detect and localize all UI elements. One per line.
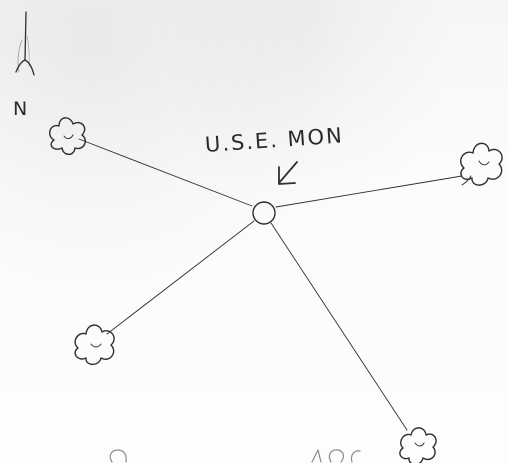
line-to-northwest-tree xyxy=(78,138,253,207)
partial-bottom-markings xyxy=(109,449,361,463)
line-to-southwest-tree xyxy=(106,220,255,335)
tree-icon-southwest xyxy=(74,324,115,366)
arrow-down-icon xyxy=(278,161,298,185)
line-to-southeast-tree xyxy=(270,222,408,431)
line-to-east-tree xyxy=(275,175,463,208)
connector-lines xyxy=(78,138,463,431)
tree-icon-east xyxy=(460,142,503,186)
tree-icon-southeast xyxy=(399,427,437,463)
monument-circle-icon xyxy=(252,201,276,225)
north-label: N xyxy=(13,98,28,120)
tree-icon-northwest xyxy=(49,117,86,156)
north-arrow-icon xyxy=(15,11,35,76)
